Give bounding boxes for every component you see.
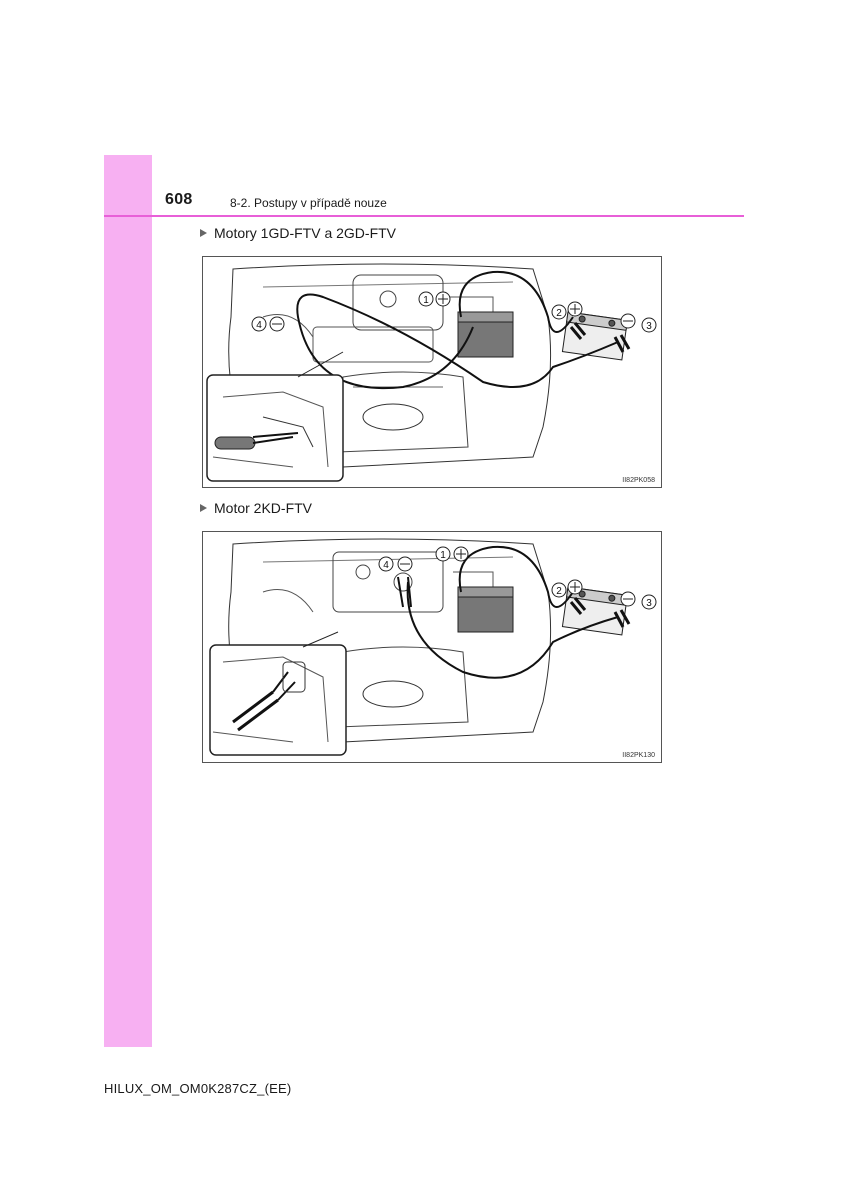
figure-2-heading: Motor 2KD-FTV <box>200 500 312 516</box>
figure-2-code: II82PK130 <box>622 752 655 759</box>
callout-4: 4 <box>383 560 389 571</box>
callout-2: 2 <box>556 308 562 319</box>
callout-2: 2 <box>556 586 562 597</box>
callout-3: 3 <box>646 598 652 609</box>
callout-4: 4 <box>256 320 262 331</box>
figure-2-heading-text: Motor 2KD-FTV <box>214 500 312 516</box>
page-number: 608 <box>165 191 193 209</box>
figure-1-illustration: 1 2 3 4 II82PK058 <box>202 256 662 488</box>
callout-1: 1 <box>423 295 429 306</box>
figure-2-illustration: 4 1 2 3 II82PK130 <box>202 531 662 763</box>
figure-1-heading: Motory 1GD-FTV a 2GD-FTV <box>200 225 396 241</box>
callout-1: 1 <box>440 550 446 561</box>
figure-1-heading-text: Motory 1GD-FTV a 2GD-FTV <box>214 225 396 241</box>
bullet-triangle-icon <box>200 229 207 237</box>
header-divider <box>104 215 744 217</box>
footer-doc-id: HILUX_OM_OM0K287CZ_(EE) <box>104 1081 291 1096</box>
chapter-tab-bar <box>104 155 152 1047</box>
callout-3: 3 <box>646 321 652 332</box>
bullet-triangle-icon <box>200 504 207 512</box>
section-title: 8-2. Postupy v případě nouze <box>230 196 387 210</box>
figure-1-code: II82PK058 <box>622 477 655 484</box>
